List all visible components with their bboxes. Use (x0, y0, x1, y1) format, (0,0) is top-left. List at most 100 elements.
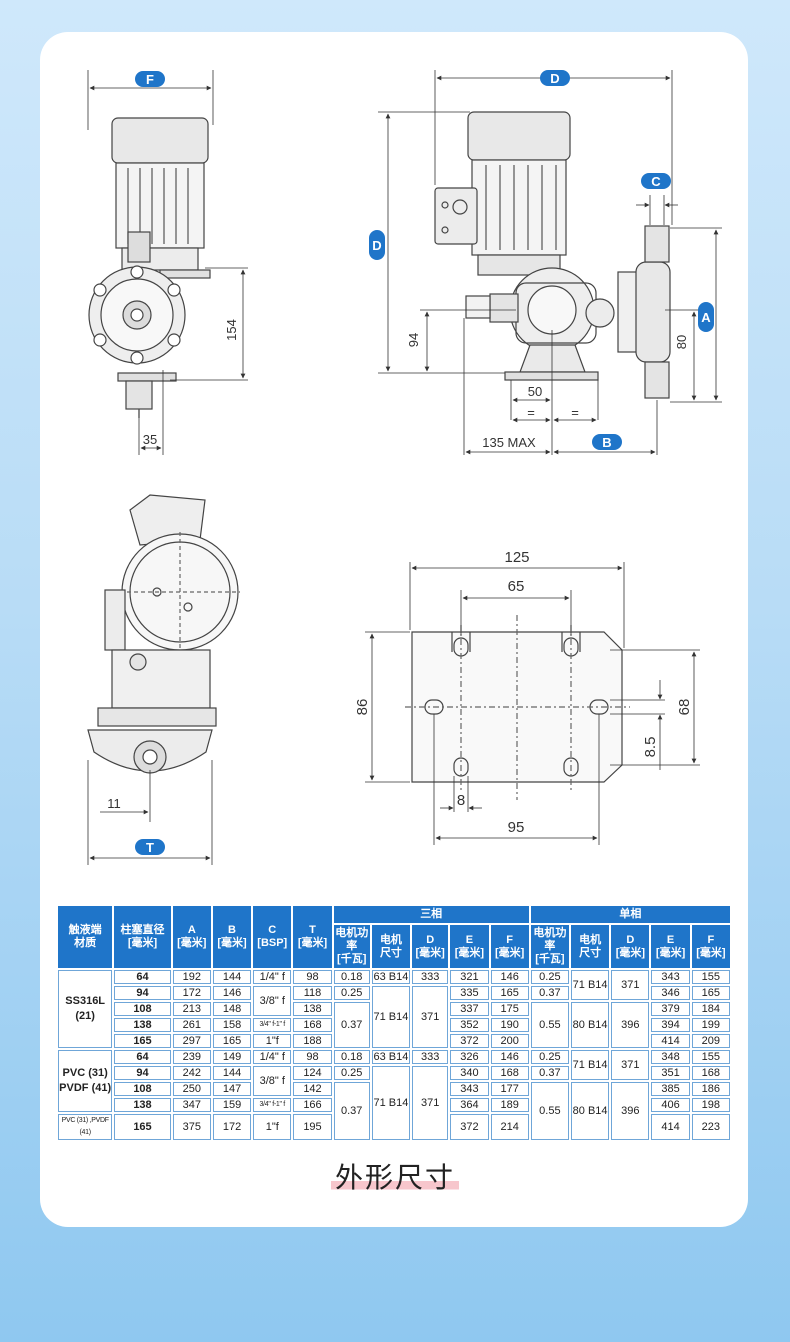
cell-F-1: 199 (691, 1018, 730, 1032)
cell-E-3: 364 (450, 1098, 489, 1112)
svg-text:D: D (550, 71, 559, 86)
cell-A: 242 (172, 1066, 211, 1080)
piston-diameter: 64 (114, 970, 171, 984)
pump-front-view (88, 117, 211, 418)
table-row: 165 297 165 1"f 188 372 200 414 209 (58, 1034, 730, 1048)
cell-E-3: 321 (450, 970, 489, 984)
header-E-1: E [毫米] (651, 925, 690, 968)
header-C: C [BSP] (253, 906, 292, 968)
pump-side-view (434, 111, 671, 399)
cell-C: 1"f (253, 1034, 292, 1048)
dim-8-5-label: 8.5 (642, 737, 659, 758)
header-motor-1: 电机 尺寸 (571, 925, 610, 968)
dim-95-label: 95 (508, 819, 525, 836)
cell-E-3: 372 (450, 1034, 489, 1048)
header-F-1: F [毫米] (691, 925, 730, 968)
material-cell: PVC (31) PVDF (41) (58, 1050, 113, 1112)
piston-diameter: 94 (114, 1066, 171, 1080)
dim-11-label: 11 (107, 796, 121, 811)
dim-35-label: 35 (143, 432, 157, 447)
pump-top-view (87, 494, 240, 774)
cell-E-1: 414 (651, 1114, 690, 1140)
cell-F-3: 146 (490, 1050, 529, 1064)
cell-B: 148 (212, 1002, 252, 1016)
header-three-phase: 三相 (333, 906, 529, 923)
cell-E-3: 352 (450, 1018, 489, 1032)
table-row: PVC (31) PVDF (41) 64 239 149 1/4" f 98 … (58, 1050, 730, 1112)
cell-T: 195 (293, 1114, 332, 1140)
header-power-1: 电机功率 [千瓦] (530, 925, 569, 968)
header-E-3: E [毫米] (450, 925, 489, 968)
cell-motor-3: 63 B14 (371, 970, 411, 984)
cell-power-1: 0.37 (530, 986, 569, 1000)
cell-E-3: 335 (450, 986, 489, 1000)
dim-50-label: 50 (528, 384, 542, 399)
cell-C: 3/4" f-1" f (253, 1018, 292, 1032)
piston-diameter: 138 (114, 1098, 171, 1112)
base-plate-dimensions (365, 562, 700, 845)
cell-A: 239 (172, 1050, 211, 1064)
cell-B: 159 (212, 1098, 252, 1112)
cell-A: 297 (172, 1034, 211, 1048)
cell-T: 142 (293, 1082, 332, 1096)
cell-F-3: 177 (490, 1082, 529, 1096)
dim-94-label: 94 (406, 333, 421, 347)
table-row: SS316L (21) 64 192 144 1/4" f 98 0.18 63… (58, 970, 730, 1048)
cell-E-1: 414 (651, 1034, 690, 1048)
technical-drawings: 154 35 (87, 70, 722, 865)
piston-diameter: 108 (114, 1002, 171, 1016)
cell-power-1: 0.55 (530, 1002, 569, 1048)
cell-D-1: 396 (611, 1082, 650, 1140)
dim-154-label: 154 (224, 319, 239, 341)
cell-F-3: 165 (490, 986, 529, 1000)
svg-text:D: D (372, 238, 381, 253)
cell-D-3: 333 (412, 970, 449, 984)
table-row: 94 242 144 3/8" f 124 0.25 71 B14 371 34… (58, 1066, 730, 1140)
badge-F: F (135, 71, 165, 87)
cell-B: 144 (212, 1066, 252, 1080)
cell-E-1: 394 (651, 1018, 690, 1032)
badge-A: A (698, 302, 714, 332)
base-plate-drawing (405, 615, 630, 800)
header-T: T [毫米] (293, 906, 332, 968)
material-cell: PVC (31) ,PVDF (41) (58, 1114, 113, 1140)
dim-8-label: 8 (457, 792, 465, 809)
dim-80-label: 80 (674, 335, 689, 349)
svg-text:T: T (146, 840, 154, 855)
cell-T: 166 (293, 1098, 332, 1112)
cell-motor-1: 80 B14 (571, 1002, 610, 1048)
cell-C: 3/8" f (253, 986, 292, 1016)
badge-C: C (641, 173, 671, 189)
cell-D-1: 371 (611, 970, 650, 1000)
cell-A: 261 (172, 1018, 211, 1032)
cell-E-1: 346 (651, 986, 690, 1000)
cell-power-1: 0.25 (530, 970, 569, 984)
header-piston: 柱塞直径 [毫米] (114, 906, 171, 968)
cell-E-1: 406 (651, 1098, 690, 1112)
cell-D-3: 371 (412, 986, 449, 1048)
header-D-1: D [毫米] (611, 925, 650, 968)
cell-F-1: 186 (691, 1082, 730, 1096)
cell-F-1: 155 (691, 970, 730, 984)
cell-E-3: 340 (450, 1066, 489, 1080)
svg-text:F: F (146, 72, 154, 87)
piston-diameter: 138 (114, 1018, 171, 1032)
cell-E-1: 348 (651, 1050, 690, 1064)
badge-T: T (135, 839, 165, 855)
cell-B: 165 (212, 1034, 252, 1048)
cell-A: 172 (172, 986, 211, 1000)
table-row: 138 261 158 3/4" f-1" f 168 352 190 394 … (58, 1018, 730, 1032)
front-view-dimensions (87, 70, 248, 455)
cell-C: 3/4" f-1" f (253, 1098, 292, 1112)
piston-diameter: 94 (114, 986, 171, 1000)
table-row: PVC (31) ,PVDF (41) 165 375 172 1"f 195 … (58, 1114, 730, 1140)
svg-text:B: B (602, 435, 611, 450)
table-row: 108 250 147 142 0.37 343 177 0.55 80 B14… (58, 1082, 730, 1140)
cell-F-3: 200 (490, 1034, 529, 1048)
cell-F-1: 184 (691, 1002, 730, 1016)
cell-T: 138 (293, 1002, 332, 1016)
cell-E-1: 379 (651, 1002, 690, 1016)
page-title: 外形尺寸 (0, 1156, 790, 1196)
badge-D-side: D (369, 230, 385, 260)
cell-F-3: 190 (490, 1018, 529, 1032)
